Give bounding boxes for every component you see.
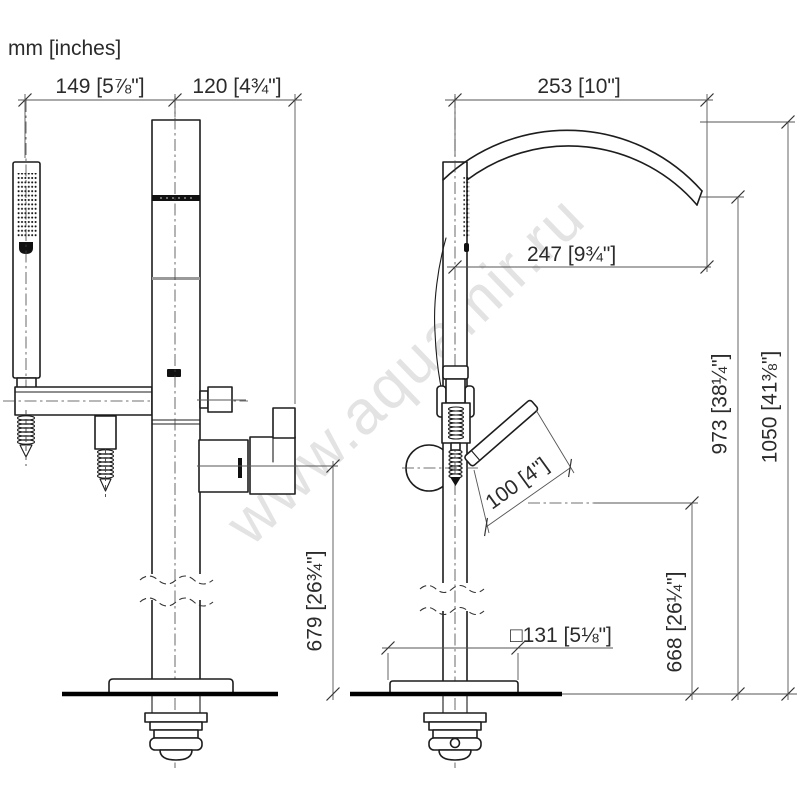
spout-outlet-slot [152, 195, 200, 201]
dim-outlet-reach-lines [447, 259, 715, 275]
dim-base-plate-label: □131 [5⅛"] [510, 624, 612, 647]
spray-face-dots [16, 173, 38, 237]
shower-hose-middle [94, 415, 117, 497]
dim-height-to-lever-label: 679 [26¾"] [304, 551, 327, 652]
dim-lever-length-lines [473, 409, 580, 537]
spout-outer-curve [442, 129, 703, 192]
dim-total-height-label: 1050 [41⅜"] [759, 351, 782, 464]
shower-hose-left [16, 410, 36, 466]
front-view: 149 [5⅞"] 120 [4¾"] [3, 75, 341, 768]
dim-outlet-reach-label: 247 [9¾"] [527, 243, 616, 266]
dim-outlet-height-label: 973 [38¼"] [709, 354, 732, 455]
lever-handle-side [464, 399, 539, 467]
floor-and-base-side [350, 680, 797, 761]
dim-lever-height-label: 668 [26¼"] [664, 572, 687, 673]
dim-lever-height-lines [528, 495, 700, 702]
hand-shower-front [12, 100, 41, 410]
dim-total-height-lines [780, 122, 796, 702]
dim-width-left-label: 149 [5⅞"] [55, 75, 144, 98]
diverter-detail [167, 369, 181, 377]
dim-outlet-height-lines [701, 189, 746, 702]
shower-arm [3, 386, 248, 416]
hand-shower-side [434, 177, 475, 486]
dim-base-plate-lines [380, 640, 613, 680]
dim-spout-reach-label: 253 [10"] [537, 75, 620, 98]
dim-width-right-label: 120 [4¾"] [192, 75, 281, 98]
riser-column-front [139, 96, 214, 768]
spout-inner-curve [466, 145, 698, 206]
floor-and-base-front [62, 678, 278, 761]
dim-height-to-lever [325, 458, 341, 702]
diverter-knob-front [197, 386, 246, 413]
lever-handle-front [197, 407, 338, 495]
spray-edge-dots [463, 177, 470, 237]
units-label: mm [inches] [8, 37, 121, 60]
